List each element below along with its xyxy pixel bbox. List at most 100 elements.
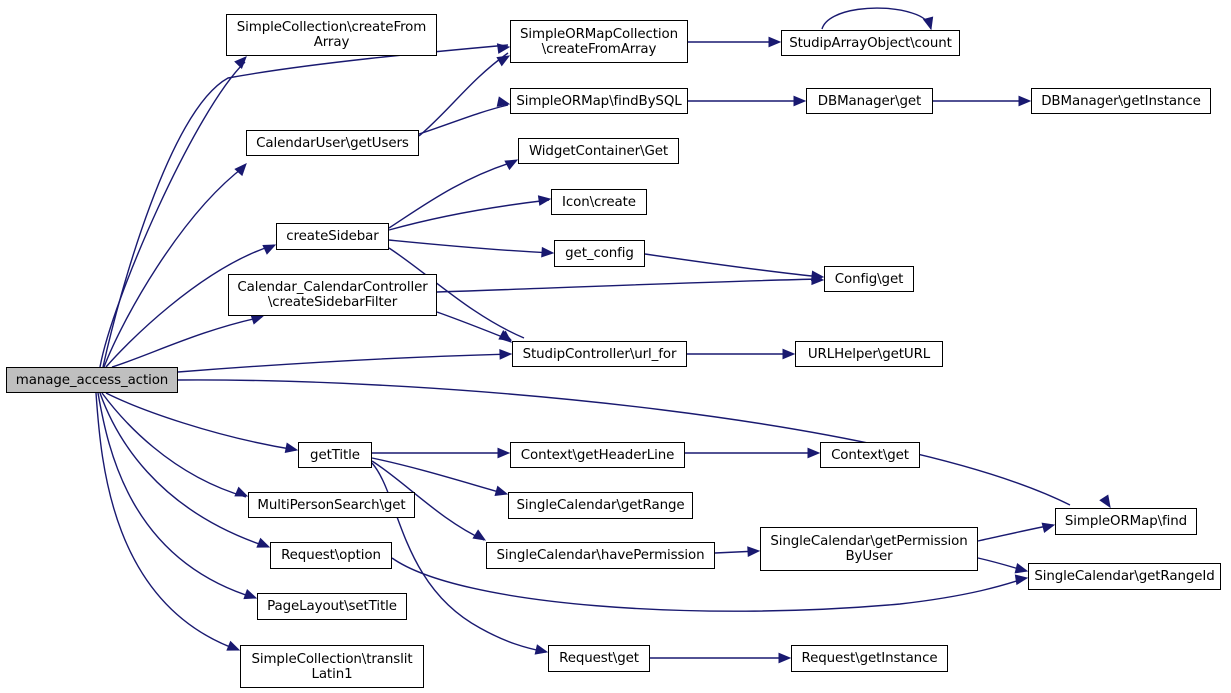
arrow-context-get <box>807 447 821 459</box>
graph-node-label: SimpleCollection\translit Latin1 <box>251 651 413 682</box>
edge-requestoption-to-getrangeid <box>391 557 1027 612</box>
graph-node-pagelayout_settitle[interactable]: PageLayout\setTitle <box>257 593 407 620</box>
arrow-icon-create <box>537 195 552 206</box>
arrow-urlfor-c <box>498 330 512 343</box>
graph-node-label: Config\get <box>834 271 904 287</box>
graph-node-label: StudipArrayObject\count <box>789 35 952 51</box>
graph-node-label: Request\get <box>559 651 639 666</box>
graph-node-label: DBManager\get <box>817 93 922 109</box>
graph-node-label: DBManager\getInstance <box>1041 93 1201 109</box>
graph-node-studiparrayobject_count[interactable]: StudipArrayObject\count <box>781 30 960 56</box>
graph-node-get_config[interactable]: get_config <box>554 240 645 267</box>
graph-node-context_getheaderline[interactable]: Context\getHeaderLine <box>510 442 685 468</box>
graph-node-dbmanager_get[interactable]: DBManager\get <box>806 88 933 114</box>
graph-node-label: Request\getInstance <box>801 651 938 666</box>
arrow-getpermissionbyuser <box>747 546 761 557</box>
graph-node-request_get[interactable]: Request\get <box>548 645 650 672</box>
arrow-request-getinstance <box>778 652 792 664</box>
graph-node-simpleormap_findbysql[interactable]: SimpleORMap\findBySQL <box>510 88 688 114</box>
graph-node-config_get[interactable]: Config\get <box>824 266 914 292</box>
arrow-urlfor-a <box>499 349 513 360</box>
graph-node-label: SimpleCollection\createFrom Array <box>236 20 427 50</box>
arrow-widgetcontainer <box>504 159 519 171</box>
graph-node-label: SingleCalendar\getPermission ByUser <box>770 534 968 564</box>
graph-node-label: Icon\create <box>562 194 636 210</box>
arrow-simpleormapcollection-a <box>496 43 511 54</box>
arrow-translit <box>226 640 241 651</box>
arrow-count-self <box>922 16 934 31</box>
arrow-singlecalendar-havepermission <box>472 529 487 541</box>
graph-node-gettitle[interactable]: getTitle <box>298 442 372 468</box>
arrow-context-headerline <box>497 447 511 459</box>
edge-manage-to-url-for <box>177 353 511 373</box>
graph-node-widgetcontainer_get[interactable]: WidgetContainer\Get <box>518 138 679 164</box>
edge-manage-to-multipersonsearch <box>101 392 247 498</box>
edge-getconfig-to-configget <box>644 253 823 278</box>
graph-node-simplecollection_translitlatin1[interactable]: SimpleCollection\translit Latin1 <box>240 645 424 688</box>
edge-createsidebar-to-getconfig <box>388 239 553 254</box>
arrow-simplecollection-createfromarray <box>234 56 247 69</box>
edge-getpermission-to-find <box>977 524 1054 542</box>
edge-createsidebar-to-urlfor <box>388 247 525 339</box>
graph-node-calendar_calendarcontroller_createsidebarfilter[interactable]: Calendar_CalendarController \createSideb… <box>228 274 437 316</box>
graph-node-label: SingleCalendar\havePermission <box>496 548 705 563</box>
graph-node-dbmanager_getinstance[interactable]: DBManager\getInstance <box>1031 88 1211 114</box>
graph-node-simplecollection_createfromarray[interactable]: SimpleCollection\createFrom Array <box>226 14 437 56</box>
edge-sidebarfilter-to-configget <box>436 278 823 293</box>
graph-node-label: createSidebar <box>286 229 379 244</box>
edge-createsidebar-to-icon <box>388 199 550 231</box>
graph-node-request_getinstance[interactable]: Request\getInstance <box>791 645 948 672</box>
edge-count-self <box>821 7 932 30</box>
graph-node-urlhelper_geturl[interactable]: URLHelper\getURL <box>795 341 943 367</box>
edge-manage-to-gettitle <box>105 392 297 451</box>
graph-node-singlecalendar_getpermissionbyuser[interactable]: SingleCalendar\getPermission ByUser <box>760 527 978 571</box>
graph-node-createsidebar[interactable]: createSidebar <box>276 223 389 250</box>
graph-node-label: manage_access_action <box>15 372 169 388</box>
graph-node-singlecalendar_havepermission[interactable]: SingleCalendar\havePermission <box>486 542 715 569</box>
graph-node-manage_access_action[interactable]: manage_access_action <box>6 367 178 393</box>
edge-manage-to-translit <box>95 392 239 651</box>
edge-manage-to-request-option <box>99 392 269 548</box>
graph-node-request_option[interactable]: Request\option <box>270 542 392 569</box>
graph-node-multipersonsearch_get[interactable]: MultiPersonSearch\get <box>248 492 415 518</box>
arrow-getrangeid-b <box>1014 574 1029 586</box>
graph-node-icon_create[interactable]: Icon\create <box>551 189 647 215</box>
graph-node-context_get[interactable]: Context\get <box>820 442 920 468</box>
graph-node-label: URLHelper\getURL <box>807 346 931 362</box>
edge-createsidebar-to-widgetcontainer <box>388 160 517 229</box>
arrow-getrangeid-a <box>1014 563 1029 574</box>
edge-manage-to-pagelayout <box>97 392 256 599</box>
edge-gettitle-to-havepermission <box>371 460 485 541</box>
graph-node-label: StudipController\url_for <box>522 346 677 362</box>
edge-manage-to-createsidebar <box>105 244 275 368</box>
arrow-multipersonsearch <box>234 486 249 497</box>
arrow-simpleormap-find-left <box>1041 522 1056 533</box>
graph-node-simpleormap_find[interactable]: SimpleORMap\find <box>1055 508 1197 535</box>
graph-node-label: SimpleORMap\find <box>1064 514 1188 529</box>
graph-node-label: WidgetContainer\Get <box>528 143 669 159</box>
edge-gettitle-to-getrange <box>371 457 507 495</box>
arrow-config-get-b <box>811 274 825 286</box>
graph-node-label: SimpleORMap\findBySQL <box>516 93 682 109</box>
arrow-urlhelper <box>782 348 796 360</box>
edge-getusers-to-findbysql <box>418 104 509 135</box>
graph-node-singlecalendar_getrange[interactable]: SingleCalendar\getRange <box>508 492 693 519</box>
graph-node-calendaruser_getusers[interactable]: CalendarUser\getUsers <box>246 130 419 156</box>
edge-manage-to-calendaruser-getusers <box>103 165 246 368</box>
arrow-singlecalendar-getrange <box>494 485 509 496</box>
graph-node-singlecalendar_getrangeid[interactable]: SingleCalendar\getRangeId <box>1028 563 1221 590</box>
edge-manage-to-simplecollection-createfromarray <box>99 61 246 368</box>
graph-node-simpleormapcollection_createfromarray[interactable]: SimpleORMapCollection \createFromArray <box>510 20 688 63</box>
edge-manage-to-simpleormap-find <box>177 379 1071 506</box>
arrow-request-get <box>534 644 549 655</box>
graph-node-label: SingleCalendar\getRangeId <box>1034 569 1215 584</box>
arrow-calendaruser-getusers <box>234 163 247 177</box>
graph-node-label: Request\option <box>281 548 381 563</box>
graph-node-label: get_config <box>565 246 634 261</box>
graph-node-studipcontroller_url_for[interactable]: StudipController\url_for <box>512 341 687 367</box>
graph-node-label: SingleCalendar\getRange <box>516 498 685 513</box>
edge-manage-to-createsidebarfilter <box>111 316 263 368</box>
arrow-simpleormap-find-top <box>1099 494 1111 509</box>
